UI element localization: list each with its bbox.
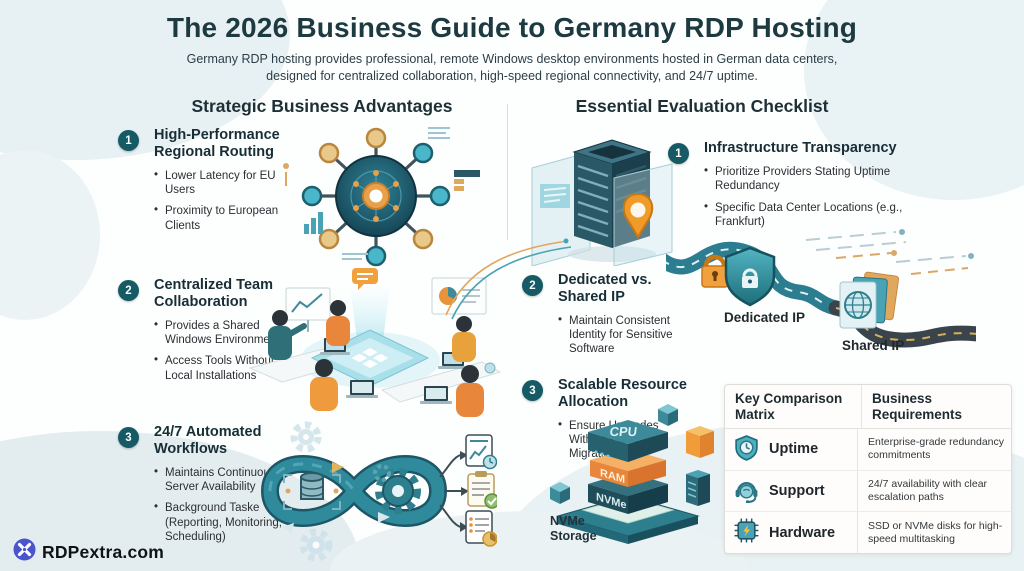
number-badge: 1 (668, 143, 689, 164)
bullet: Maintain Consistent Identity for Sensiti… (558, 313, 702, 357)
subtitle-line-2: designed for centralized collaboration, … (266, 68, 758, 83)
column-divider (507, 104, 508, 240)
number-badge: 2 (118, 280, 139, 301)
advantage-item-3: 3 24/7 Automated Workflows Maintains Con… (118, 424, 303, 552)
checklist-3-title: Scalable Resource Allocation (558, 377, 687, 410)
matrix-header-col2: Business Requirements (861, 385, 1011, 428)
connector-swoosh (438, 235, 573, 320)
dedicated-ip-label: Dedicated IP (724, 310, 805, 325)
advantage-2-title: Centralized Team Collaboration (154, 277, 273, 310)
checklist-2-bullets: Maintain Consistent Identity for Sensiti… (558, 313, 702, 357)
resource-stack-illustration: NVMe RAM CPU (528, 388, 733, 546)
bullet: Background Taske (Reporting, Monitoring,… (154, 500, 303, 544)
network-hub-illustration (268, 116, 488, 274)
page-title: The 2026 Business Guide to Germany RDP H… (166, 12, 858, 43)
matrix-row-requirement: SSD or NVMe disks for high-speed multita… (857, 512, 1011, 554)
team-collaboration-icon (248, 268, 502, 417)
ip-road-icon: Dedicated IP Shared IP (654, 229, 986, 353)
checklist-item-1: 1 Infrastructure Transparency Prioritize… (668, 140, 903, 236)
table-row: Support 24/7 availability with clear esc… (725, 470, 1011, 513)
table-row: Hardware SSD or NVMe disks for high-spee… (725, 512, 1011, 554)
number-badge: 3 (118, 427, 139, 448)
matrix-row-label: Hardware (769, 524, 836, 541)
page-subtitle: Germany RDP hosting provides professiona… (0, 51, 1024, 85)
bullet: Access Tools Without Local Installations (154, 353, 303, 383)
advantage-3-bullets: Maintains Continuous Server Availability… (154, 465, 303, 545)
nvme-storage-label: NVMe Storage (550, 514, 597, 544)
number-badge: 1 (118, 130, 139, 151)
matrix-row-requirement: 24/7 availability with clear escalation … (857, 470, 1011, 512)
footer-brand: RDPextra.com (13, 538, 164, 566)
matrix-row-requirement: Enterprise-grade redundancy commitments (857, 429, 1011, 470)
server-location-icon (531, 139, 673, 267)
advantage-1-title: High-Performance Regional Routing (154, 127, 280, 160)
automation-loop-illustration (232, 415, 500, 567)
bullet: Provides a Shared Windows Environment (154, 318, 303, 348)
left-column-header: Strategic Business Advantages (191, 96, 453, 116)
right-column-header: Essential Evaluation Checklist (575, 96, 829, 116)
matrix-row-label: Uptime (769, 441, 819, 458)
shield-clock-icon (733, 434, 760, 465)
headset-icon (733, 476, 760, 507)
bullet: Prioritize Providers Stating Uptime Redu… (704, 164, 903, 194)
checklist-1-bullets: Prioritize Providers Stating Uptime Redu… (704, 164, 903, 230)
background-blob (0, 150, 100, 320)
team-collaboration-illustration (232, 252, 507, 424)
bullet: Maintains Continuous Server Availability (154, 465, 303, 495)
subtitle-line-1: Germany RDP hosting provides professiona… (186, 52, 838, 66)
nvme-storage-line2: Storage (550, 529, 597, 543)
bullet: Proximity to European Clients (154, 203, 293, 233)
advantage-1-bullets: Lower Latency for EU Users Proximity to … (154, 168, 293, 234)
bullet: Lower Latency for EU Users (154, 168, 293, 198)
data-center-illustration (526, 126, 678, 267)
advantage-item-2: 2 Centralized Team Collaboration Provide… (118, 277, 303, 390)
network-hub-icon (283, 127, 480, 267)
advantage-item-1: 1 High-Performance Regional Routing Lowe… (118, 127, 293, 240)
infinity-loop-icon (261, 421, 500, 562)
checklist-1-title: Infrastructure Transparency (704, 140, 897, 156)
bullet: Specific Data Center Locations (e.g., Fr… (704, 200, 903, 230)
number-badge: 2 (522, 275, 543, 296)
shared-ip-label: Shared IP (842, 338, 904, 353)
ip-road-illustration: Dedicated IP Shared IP (654, 226, 986, 384)
matrix-header-col1: Key Comparison Matrix (735, 391, 843, 422)
swoosh-lines-icon (445, 238, 572, 320)
table-row: Uptime Enterprise-grade redundancy commi… (725, 429, 1011, 471)
nvme-storage-line1: NVMe (550, 514, 585, 528)
number-badge: 3 (522, 380, 543, 401)
advantage-2-bullets: Provides a Shared Windows Environment Ac… (154, 318, 303, 384)
comparison-matrix-panel: Key Comparison Matrix Business Requireme… (724, 384, 1012, 554)
checklist-item-2: 2 Dedicated vs. Shared IP Maintain Consi… (522, 272, 702, 364)
stack-layer-cpu-label: CPU (609, 424, 638, 439)
chip-icon (733, 517, 760, 548)
advantage-3-title: 24/7 Automated Workflows (154, 424, 262, 457)
brand-name: RDPextra.com (42, 541, 165, 562)
brand-logo-icon (13, 538, 36, 566)
resource-stack-icon: NVMe RAM CPU (550, 404, 714, 544)
matrix-header-row: Key Comparison Matrix Business Requireme… (725, 385, 1011, 429)
matrix-row-label: Support (769, 483, 825, 499)
checklist-2-title: Dedicated vs. Shared IP (558, 272, 652, 305)
